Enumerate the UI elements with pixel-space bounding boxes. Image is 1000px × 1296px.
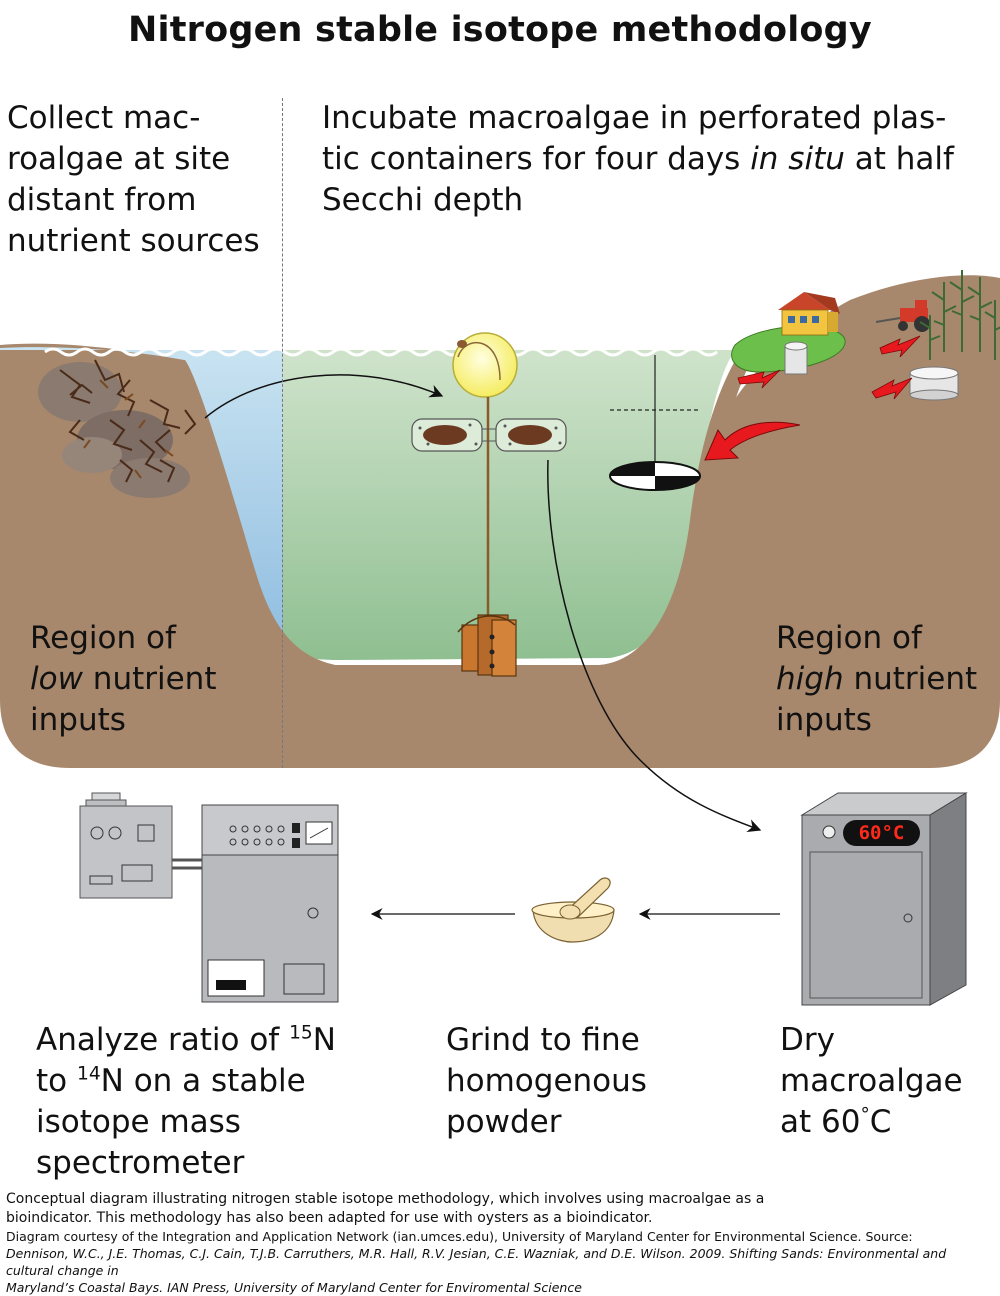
- incubation-container-icon: [411, 418, 567, 452]
- step-collect-line: roalgae at site: [7, 141, 231, 177]
- step-collect-text: Collect mac- roalgae at site distant fro…: [7, 98, 260, 262]
- runoff-arrow-small-2: [879, 335, 921, 358]
- page-title: Nitrogen stable isotope methodology: [128, 10, 872, 50]
- rock-icon: [38, 362, 190, 498]
- runoff-arrow-icon: [704, 421, 801, 461]
- source-citation: Maryland’s Coastal Bays. IAN Press, Univ…: [6, 1280, 582, 1295]
- corn-crop-icon: [919, 270, 1000, 360]
- sediment-ground: [0, 275, 1000, 768]
- source-citation: Dennison, W.C., J.E. Thomas, C.J. Cain, …: [6, 1246, 947, 1278]
- flow-arrow-icon: [204, 374, 444, 419]
- septic-tank-icon: [784, 341, 959, 401]
- step-collect-line: Collect mac-: [7, 100, 201, 136]
- mass-spectrometer-icon: [79, 792, 339, 1003]
- step-incubate-text: Incubate macroalgae in perforated plas- …: [322, 98, 954, 221]
- step-grind-text: Grind to fine homogenous powder: [446, 1022, 647, 1140]
- tractor-icon: [875, 300, 930, 332]
- oven-display: 60°C: [858, 822, 905, 844]
- secchi-disk-icon: [609, 355, 701, 491]
- high-nutrient-water: [283, 350, 735, 660]
- section-divider: [282, 98, 283, 768]
- water-surface-waves: [44, 347, 718, 357]
- runoff-arrow-small-3: [871, 377, 913, 400]
- house-icon: [778, 292, 840, 336]
- step-analyze-text: Analyze ratio of 15N to 14N on a stable …: [36, 1022, 336, 1181]
- step-incubate-line: Incubate macroalgae in perforated plas-: [322, 100, 947, 136]
- step-incubate-line: Secchi depth: [322, 182, 524, 218]
- anchor-crate-icon: [457, 614, 517, 677]
- low-nutrient-water: [0, 347, 283, 650]
- mortar-pestle-icon: [531, 877, 615, 943]
- step-dry-text: Dry macroalgae at 60°C: [780, 1022, 963, 1140]
- region-high-label: Region of high nutrient inputs: [776, 620, 978, 738]
- figure-caption: Conceptual diagram illustrating nitrogen…: [6, 1190, 996, 1296]
- region-low-label: Region of low nutrient inputs: [30, 620, 217, 738]
- credit-line: Diagram courtesy of the Integration and …: [6, 1229, 913, 1244]
- flow-arrow-icon: [547, 459, 762, 833]
- step-collect-line: nutrient sources: [7, 223, 260, 259]
- buoy-icon: [452, 332, 518, 398]
- macroalgae-clump-icon: [59, 359, 197, 483]
- oven-icon: [800, 792, 968, 1006]
- step-incubate-line: tic containers for four days in situ at …: [322, 141, 954, 177]
- runoff-arrow-small-1: [737, 369, 781, 389]
- step-collect-line: distant from: [7, 182, 197, 218]
